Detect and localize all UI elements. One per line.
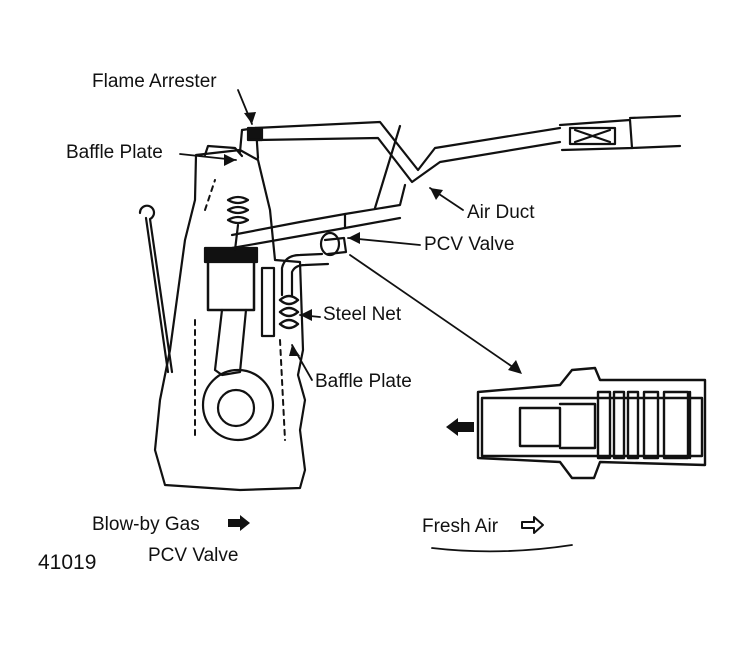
flame-arrester xyxy=(246,126,264,142)
figure-number: 41019 xyxy=(38,551,97,574)
connecting-rod xyxy=(213,308,248,377)
label-pcv-valve: PCV Valve xyxy=(424,234,515,255)
label-baffle-plate-lower: Baffle Plate xyxy=(315,371,412,392)
lower-breather-hose xyxy=(280,252,330,297)
throttle-rod xyxy=(373,124,402,210)
blow-by-flow-arrows xyxy=(194,179,286,441)
air-duct-tube xyxy=(253,120,562,184)
dipstick xyxy=(138,204,174,374)
pcv-valve-detail xyxy=(476,366,707,480)
figure-title: PCV Valve xyxy=(148,545,239,566)
legend-blow-by-gas: Blow-by Gas xyxy=(92,514,200,535)
fresh-air-arrow-icon xyxy=(521,516,544,534)
callout-arrowheads xyxy=(224,112,522,374)
breather-passage xyxy=(260,266,276,338)
legend-fresh-air: Fresh Air xyxy=(422,516,499,537)
pcv-flow-arrow xyxy=(446,418,474,436)
engine-block-outline xyxy=(153,148,307,492)
label-air-duct: Air Duct xyxy=(467,202,535,223)
air-cleaner-end xyxy=(558,114,682,152)
crankshaft-journal xyxy=(216,388,256,428)
cylinder-head-band xyxy=(203,246,259,264)
crankshaft-counterweight xyxy=(201,368,275,442)
fresh-air-underline xyxy=(431,544,573,553)
pcv-valve-small xyxy=(319,231,341,257)
label-baffle-plate-top: Baffle Plate xyxy=(66,142,163,163)
steel-net-coil xyxy=(278,294,300,330)
valve-springs xyxy=(226,195,250,252)
piston xyxy=(206,253,256,312)
blow-by-gas-arrow-icon xyxy=(228,515,250,531)
label-flame-arrester: Flame Arrester xyxy=(92,71,217,92)
label-steel-net: Steel Net xyxy=(323,304,402,325)
rocker-cover-cap xyxy=(203,144,244,158)
